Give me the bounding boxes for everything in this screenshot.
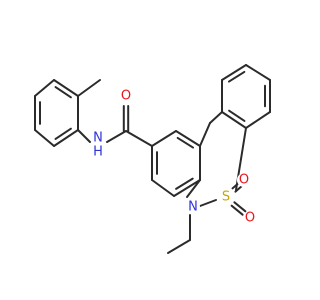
- bond-layer: [34, 64, 271, 254]
- atom-bg-h-amide: [91, 145, 105, 159]
- mid-bond-4: [173, 179, 201, 197]
- s-o-double-lower-b: [233, 201, 247, 213]
- atom-bg-o-s1: [237, 173, 251, 187]
- n-s-bond: [199, 199, 217, 207]
- atom-bg-s: [219, 190, 233, 204]
- atom-label-o-s1: O: [239, 173, 249, 188]
- atom-bg-o-s2: [243, 211, 257, 225]
- benzo-bond-2: [221, 64, 247, 81]
- atom-label-o1: O: [121, 89, 131, 104]
- atom-label-s: S: [222, 190, 230, 205]
- mid-bond-6-inner: [176, 136, 195, 149]
- tolyl-bond-6-inner: [54, 86, 72, 99]
- mid-bond-4-inner: [175, 177, 194, 190]
- benzo-bond-3: [245, 64, 271, 81]
- atom-label-n-amide: N: [93, 131, 103, 146]
- carbonyl-ring-bond: [125, 130, 153, 147]
- atom-label-o-s2: O: [245, 211, 255, 226]
- mid-bond-6: [175, 130, 201, 147]
- biaryl-bond-a: [199, 122, 211, 147]
- atom-bg-n-amide: [91, 131, 105, 145]
- s-o-double-lower-a: [230, 204, 244, 216]
- benzo-bond-6: [221, 111, 247, 129]
- atom-bg-o1: [119, 89, 133, 103]
- biaryl-bond-b: [209, 111, 223, 124]
- ring-c-n-bond: [186, 179, 201, 198]
- atom-label-n-ring: N: [188, 200, 198, 215]
- atom-label-h-amide: H: [93, 145, 103, 160]
- benzo-bond-2-inner: [227, 70, 246, 83]
- tolyl-bond-6: [53, 79, 79, 97]
- tolyl-bond-1: [34, 79, 55, 97]
- ethyl-cc-bond: [167, 239, 191, 254]
- benzo-bond-6-inner: [228, 109, 246, 122]
- benzo-bond-5: [245, 111, 271, 129]
- n-carbonyl-bond: [106, 130, 127, 143]
- mid-bond-1: [151, 130, 177, 147]
- mid-bond-3: [151, 179, 175, 197]
- tolyl-bond-4: [53, 129, 79, 147]
- tolyl-bond-3: [34, 129, 55, 147]
- atom-bg-n-ring: [186, 200, 200, 214]
- aryl-n-bond: [77, 129, 91, 143]
- methyl-bond: [77, 79, 101, 97]
- tolyl-bond-4-inner: [54, 127, 72, 140]
